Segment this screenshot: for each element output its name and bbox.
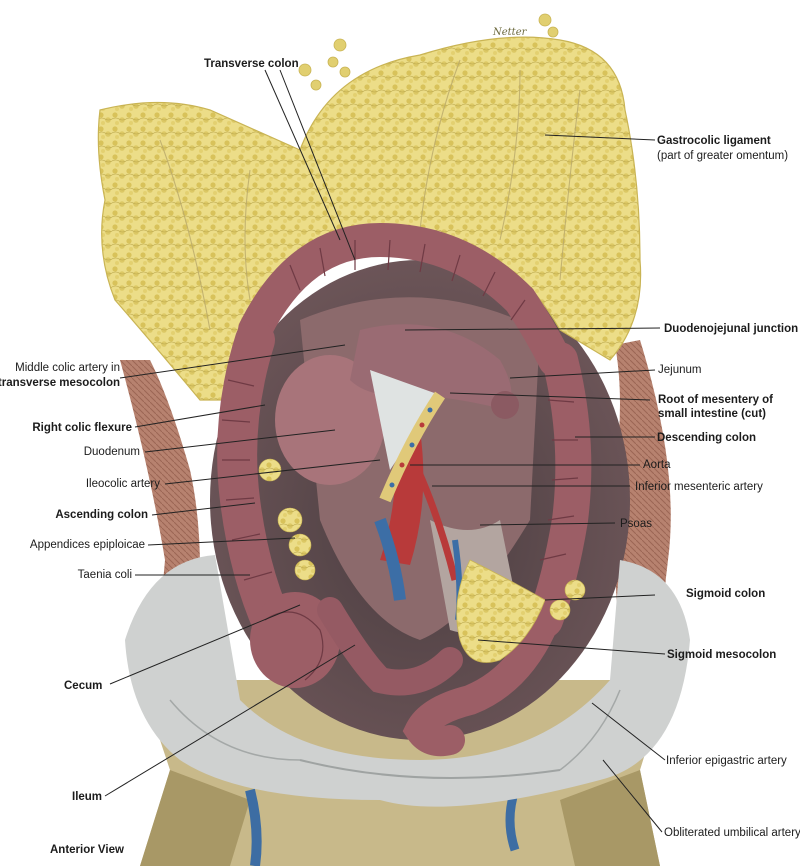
label-inferior-epigastric-artery: Inferior epigastric artery — [666, 755, 787, 767]
label-ileum: Ileum — [72, 791, 103, 803]
label-root-of-mesentery-2: small intestine (cut) — [658, 408, 766, 420]
duodenum-area — [275, 324, 519, 485]
artist-signature: Netter — [493, 27, 527, 38]
label-sigmoid-colon: Sigmoid colon — [686, 588, 766, 600]
label-appendices-epiploicae: Appendices epiploicae — [29, 539, 145, 551]
aorta — [374, 430, 463, 621]
label-ascending-colon: Ascending colon — [55, 509, 148, 521]
label-gastrocolic-ligament: Gastrocolic ligament — [657, 135, 771, 147]
label-obliterated-umbilical-artery: Obliterated umbilical artery — [664, 827, 800, 839]
label-psoas: Psoas — [620, 518, 652, 530]
label-duodenojejunal-junction: Duodenojejunal junction — [664, 323, 799, 335]
label-aorta: Aorta — [643, 459, 671, 471]
appendices-epiploicae-fat — [258, 458, 586, 621]
peritoneum — [125, 555, 690, 807]
label-right-colic-flexure: Right colic flexure — [32, 422, 132, 434]
label-transverse-mesocolon: transverse mesocolon — [0, 377, 120, 389]
label-descending-colon: Descending colon — [657, 432, 757, 444]
label-duodenum: Duodenum — [83, 446, 140, 458]
descending-colon — [527, 342, 592, 638]
label-root-of-mesentery-1: Root of mesentery of — [658, 394, 774, 406]
label-gastrocolic-ligament-sub: (part of greater omentum) — [657, 150, 789, 162]
ascending-colon — [217, 320, 300, 660]
label-cecum: Cecum — [64, 680, 103, 692]
leader-lines — [104, 69, 666, 833]
label-jejunum: Jejunum — [658, 364, 702, 376]
label-inferior-mesenteric-artery: Inferior mesenteric artery — [635, 481, 763, 493]
label-middle-colic-artery: Middle colic artery in — [15, 362, 120, 374]
label-taenia-coli: Taenia coli — [77, 569, 132, 581]
label-sigmoid-mesocolon: Sigmoid mesocolon — [667, 649, 777, 661]
transverse-colon — [238, 222, 572, 377]
sigmoid-colon-shape — [402, 605, 560, 757]
label-ileocolic-artery: Ileocolic artery — [85, 478, 160, 490]
label-transverse-colon: Transverse colon — [204, 58, 299, 70]
omentum-vessels — [159, 59, 581, 331]
ileum-loop — [317, 597, 463, 696]
view-label: Anterior View — [50, 844, 124, 856]
sigmoid-mesocolon-fat — [456, 559, 546, 663]
